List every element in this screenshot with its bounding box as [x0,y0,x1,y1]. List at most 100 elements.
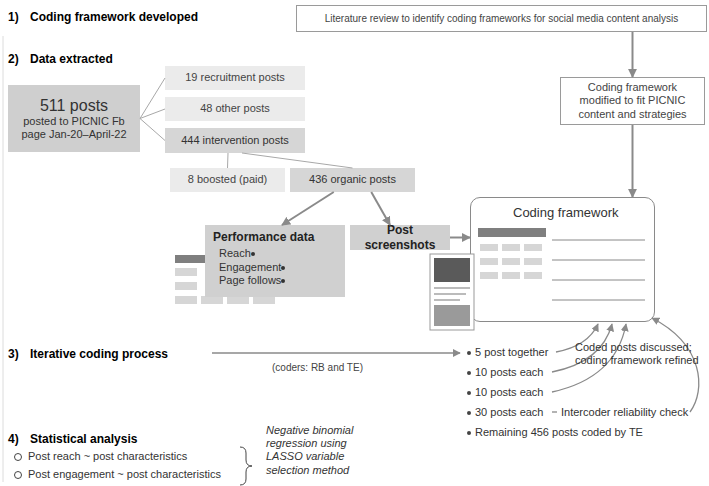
data-box: Post screenshots [350,225,450,250]
box-text: 511 posts [40,96,108,115]
bullet-dot [251,252,255,256]
list-item: 10 posts each [475,366,544,379]
connector-arrow [632,125,634,197]
box-text: Literature review to identify coding fra… [325,13,679,25]
data-box: Performance dataReachEngagementPage foll… [205,225,345,297]
leader-line [552,411,557,412]
bullet-dot [467,431,471,435]
hollow-bullet [15,454,22,461]
screenshot-line [434,299,460,301]
step-title: Coding framework developed [30,10,198,24]
feedback-note: Coded posts discussed; coding framework … [575,341,700,367]
screenshot-frame [430,254,474,330]
table-cell [502,272,520,279]
table-cell [227,296,249,304]
table-cell [253,296,275,304]
box-text: Coding framework [513,205,619,221]
method-note: Negative binomial regression using LASSO… [266,424,384,477]
list-bullets [467,351,471,435]
step-title: Statistical analysis [30,432,137,446]
box-subtext: posted to PICNIC Fb page Jan-20–April-22 [14,115,134,141]
table-cell [502,258,520,265]
step-number: 4) [8,432,19,446]
model-formula: Post engagement ~ post characteristics [28,468,221,481]
bullet-dot [467,411,471,415]
connector-arrow [632,32,634,77]
bullet-item: Page follows [219,274,291,287]
table-cell [480,258,498,265]
screenshot-line [434,287,470,289]
screenshot-image [434,305,470,326]
connector-arrow [282,192,334,225]
table-cell [480,272,498,279]
table-cell [524,272,542,279]
step-title: Data extracted [30,52,113,66]
table-cell [480,244,498,251]
model-formula: Post reach ~ post characteristics [28,450,187,463]
connector-line [140,109,165,119]
table-cell [502,244,520,251]
framework-table-icon [478,228,645,300]
connector-line [242,153,353,168]
subcategory-box: 8 boosted (paid) [170,168,285,192]
table-cell [524,258,542,265]
source-box: Literature review to identify coding fra… [296,5,707,32]
step-title: Iterative coding process [30,347,168,361]
total-posts-box: 511 postsposted to PICNIC Fb page Jan-20… [8,85,140,152]
curly-brace [240,447,252,485]
bullet-dot [467,371,471,375]
arrow-note: (coders: RB and TE) [272,362,363,374]
screenshot-image [434,258,470,282]
framework-box: Coding framework [470,197,655,322]
bullet-item: Engagement [219,261,291,274]
box-text: 8 boosted (paid) [188,173,268,186]
box-text: Coding framework modified to fit PICNIC … [567,81,698,121]
bullet-item: Reach [219,247,261,260]
bullet-dot [467,391,471,395]
category-box: 48 other posts [165,97,305,121]
list-item: Remaining 456 posts coded by TE [475,426,643,439]
table-cell [175,296,197,304]
table-rule [552,280,645,281]
bullet-dot [467,351,471,355]
process-box: Coding framework modified to fit PICNIC … [560,77,705,125]
bullet-dot [281,266,285,270]
box-text: 48 other posts [200,102,270,115]
table-rule [552,300,645,301]
process-arrow [212,352,460,354]
table-rule [552,260,645,261]
screenshot-line [434,293,466,295]
table-cell [175,282,197,290]
list-item: 5 post together [475,346,548,359]
step-number: 3) [8,347,19,361]
box-text: 444 intervention posts [181,134,289,147]
table-cell [175,268,197,276]
category-box: 444 intervention posts [165,128,305,153]
table-rule [552,240,645,241]
table-header [478,228,546,237]
connector-line [140,78,165,119]
screenshot-icon [430,254,474,330]
box-text: Performance data [213,230,314,244]
box-text: Post screenshots [354,223,446,252]
table-cell [524,244,542,251]
subcategory-box: 436 organic posts [290,168,415,192]
hollow-bullet [15,472,22,479]
table-cell [201,296,223,304]
feedback-note: Intercoder reliability check [561,406,688,419]
box-text: 436 organic posts [309,173,396,186]
connector-line [140,119,165,141]
box-text: 19 recruitment posts [185,71,285,84]
bullet-dot [281,279,285,283]
connector-arrow [450,237,470,239]
list-item: 30 posts each [475,406,544,419]
connector-arrow [371,192,390,225]
connector-line [227,153,229,168]
step-number: 2) [8,52,19,66]
step-number: 1) [8,10,19,24]
margin-rule [3,36,4,482]
list-item: 10 posts each [475,386,544,399]
category-box: 19 recruitment posts [165,66,305,90]
